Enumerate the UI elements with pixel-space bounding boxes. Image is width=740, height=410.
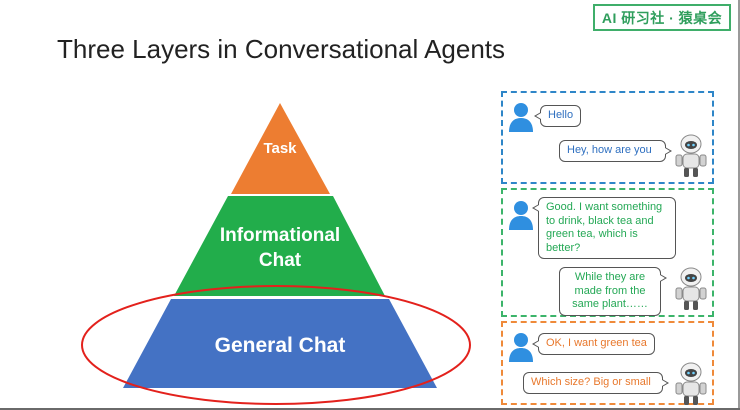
- user-icon: [509, 201, 533, 230]
- robot-icon: [675, 362, 707, 405]
- pyramid-diagram: Task Informational Chat General Chat: [81, 103, 471, 405]
- bot-bubble-informational: While they are made from the same plant……: [559, 267, 667, 316]
- pyramid-layer-general: [123, 299, 437, 388]
- robot-icon: [675, 267, 707, 310]
- dialog-panel-informational: Good. I want something to drink, black t…: [501, 188, 714, 317]
- slide-frame-right: [738, 0, 740, 410]
- general-chat-highlight-ellipse: [81, 285, 471, 405]
- brand-badge: AI 研习社 · 猿桌会: [593, 4, 731, 31]
- pyramid-label-task: Task: [263, 140, 297, 157]
- pyramid-layer-informational: [174, 196, 385, 296]
- slide-frame-bottom: [0, 408, 740, 410]
- user-icon: [509, 333, 533, 362]
- user-icon: [509, 103, 533, 132]
- brand-badge-text: AI 研习社 · 猿桌会: [601, 9, 723, 26]
- user-bubble-general: OK, I want green tea: [532, 333, 655, 355]
- pyramid-label-informational-line1: Informational: [220, 225, 340, 246]
- dialog-panel-task: Hello Hey, how are you: [501, 91, 714, 184]
- pyramid-layer-task: [231, 103, 330, 194]
- user-bubble-informational: Good. I want something to drink, black t…: [532, 197, 676, 259]
- bot-bubble-task: Hey, how are you: [559, 140, 672, 162]
- dialog-panel-general: OK, I want green tea Which size? Big or …: [501, 321, 714, 405]
- robot-icon: [675, 134, 707, 177]
- bot-bubble-general: Which size? Big or small: [523, 372, 669, 394]
- pyramid-label-general: General Chat: [215, 334, 346, 357]
- user-bubble-task: Hello: [533, 105, 582, 127]
- slide-title: Three Layers in Conversational Agents: [57, 34, 506, 64]
- pyramid-label-informational-line2: Chat: [259, 250, 302, 271]
